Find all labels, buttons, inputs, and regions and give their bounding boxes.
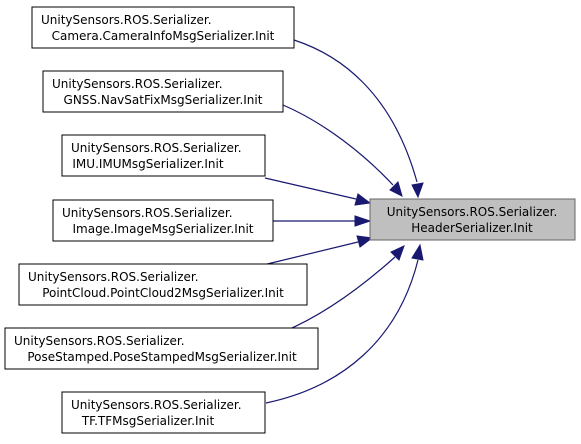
node-label-line2: HeaderSerializer.Init xyxy=(411,221,533,235)
node-label-line2: Camera.CameraInfoMsgSerializer.Init xyxy=(52,29,275,43)
edges xyxy=(258,39,424,404)
edge-pointcloud-arrowhead xyxy=(356,235,374,248)
node-label-line2: IMU.IMUMsgSerializer.Init xyxy=(72,157,223,171)
node-label-line1: UnitySensors.ROS.Serializer. xyxy=(71,141,242,155)
edge-camera-to-header xyxy=(293,39,418,183)
edge-imu-arrowhead xyxy=(354,193,372,206)
edge-posestamped-arrowhead xyxy=(390,245,405,261)
node-label-line2: PoseStamped.PoseStampedMsgSerializer.Ini… xyxy=(27,350,297,364)
node-camera-info-msg-serializer-init[interactable]: UnitySensors.ROS.Serializer. Camera.Came… xyxy=(31,6,295,49)
edge-posestamped-to-header xyxy=(282,256,396,333)
node-tf-msg-serializer-init[interactable]: UnitySensors.ROS.Serializer. TF.TFMsgSer… xyxy=(61,391,266,434)
node-pointcloud2-msg-serializer-init[interactable]: UnitySensors.ROS.Serializer. PointCloud.… xyxy=(18,263,308,306)
node-label-line1: UnitySensors.ROS.Serializer. xyxy=(62,206,233,220)
edge-image-arrowhead xyxy=(354,215,372,227)
edge-gnss-arrowhead xyxy=(389,181,403,197)
node-header-serializer-init[interactable]: UnitySensors.ROS.Serializer. HeaderSeria… xyxy=(369,198,576,241)
node-label-line2: PointCloud.PointCloud2MsgSerializer.Init xyxy=(42,286,284,300)
edge-tf-to-header xyxy=(265,259,419,404)
node-label-line1: UnitySensors.ROS.Serializer. xyxy=(387,205,558,219)
node-label-line1: UnitySensors.ROS.Serializer. xyxy=(52,77,223,91)
node-label-line1: UnitySensors.ROS.Serializer. xyxy=(28,270,199,284)
node-label-line2: TF.TFMsgSerializer.Init xyxy=(81,414,215,428)
edge-gnss-to-header xyxy=(282,104,394,186)
edge-pointcloud-to-header xyxy=(258,241,359,267)
edge-imu-to-header xyxy=(264,177,357,200)
node-label-line2: Image.ImageMsgSerializer.Init xyxy=(72,222,253,236)
node-image-msg-serializer-init[interactable]: UnitySensors.ROS.Serializer. Image.Image… xyxy=(52,199,274,242)
node-label-line1: UnitySensors.ROS.Serializer. xyxy=(14,334,185,348)
node-label-line2: GNSS.NavSatFixMsgSerializer.Init xyxy=(64,93,263,107)
node-label-line1: UnitySensors.ROS.Serializer. xyxy=(71,398,242,412)
node-label-line1: UnitySensors.ROS.Serializer. xyxy=(41,13,212,27)
node-imu-msg-serializer-init[interactable]: UnitySensors.ROS.Serializer. IMU.IMUMsgS… xyxy=(61,134,266,177)
node-navsatfix-msg-serializer-init[interactable]: UnitySensors.ROS.Serializer. GNSS.NavSat… xyxy=(42,70,284,113)
node-posestamped-msg-serializer-init[interactable]: UnitySensors.ROS.Serializer. PoseStamped… xyxy=(4,327,319,370)
edge-camera-arrowhead xyxy=(411,182,424,199)
edge-tf-arrowhead xyxy=(411,243,424,261)
